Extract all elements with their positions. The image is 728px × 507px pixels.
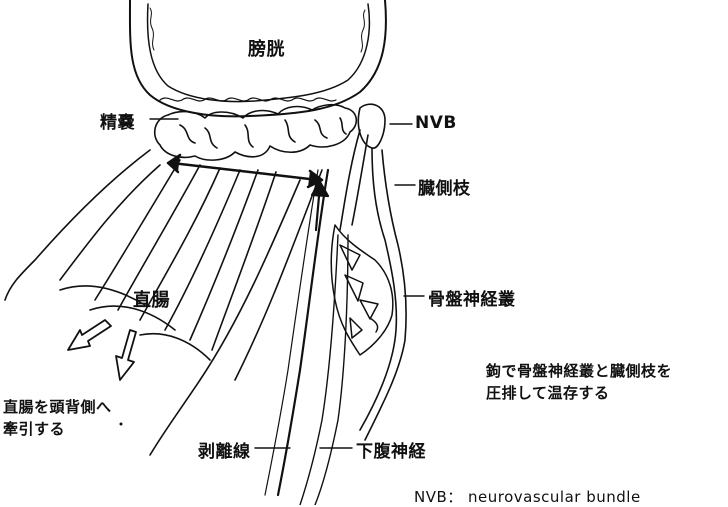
note-line-1: 鉤で骨盤神経叢と臓側枝を: [486, 360, 672, 381]
seminal-vesicle-shape: [155, 104, 385, 160]
vesical-branch-label: 臓側枝: [418, 174, 471, 199]
leader-lines: [150, 119, 424, 448]
retraction-arrows: [68, 320, 136, 380]
rectum-label: 直腸: [133, 286, 170, 312]
abbreviation-label: NVB： neurovascular bundle: [414, 486, 641, 507]
dissection-line-label: 剥離線: [198, 437, 251, 462]
retract-rectum-line-2: 牽引する: [3, 418, 65, 439]
nvb-label: NVB: [415, 113, 457, 133]
bladder-label: 膀胱: [248, 35, 285, 61]
pelvic-plexus-label: 骨盤神経叢: [428, 285, 516, 310]
note-line-2: 圧排して温存する: [486, 382, 610, 403]
seminal-vesicle-label: 精嚢: [100, 108, 135, 133]
pelvic-plexus-shape: [331, 225, 393, 355]
hypogastric-nerve-label: 下腹神経: [356, 437, 426, 462]
retract-rectum-line-1: 直腸を頭背側へ: [3, 396, 112, 417]
